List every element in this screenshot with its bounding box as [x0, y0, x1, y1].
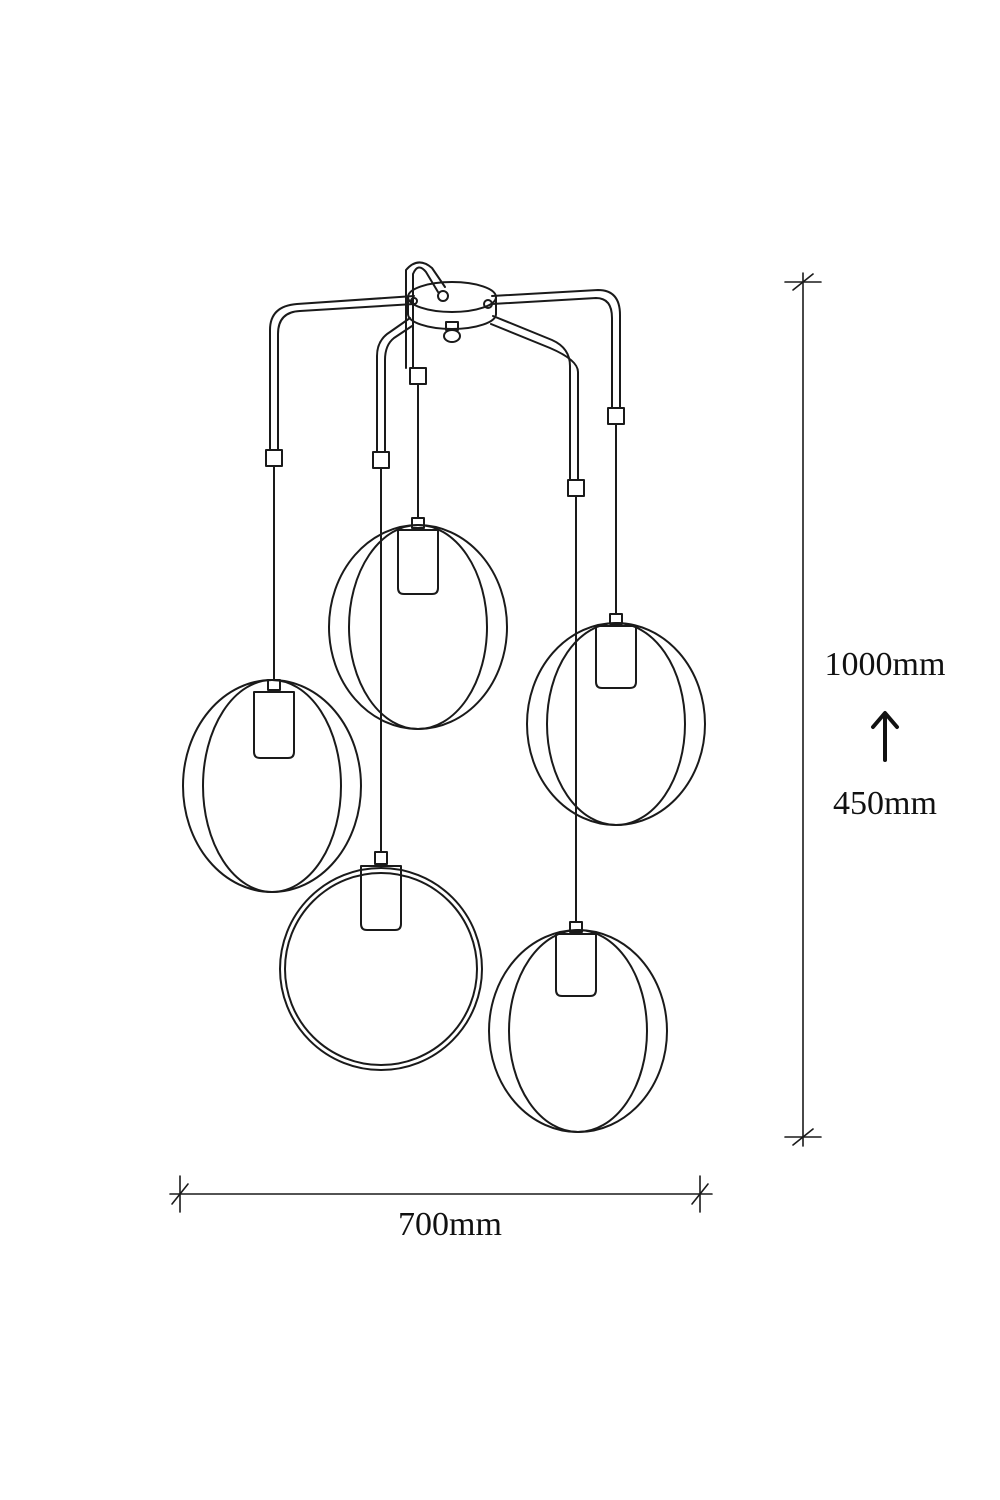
width-label: 700mm — [398, 1206, 502, 1243]
ceiling-canopy — [407, 281, 497, 343]
arm-inner-left — [372, 317, 413, 853]
pendant-right-lower — [488, 921, 668, 1133]
width-dimension-line — [169, 1175, 713, 1213]
pendant-right-upper — [526, 613, 706, 826]
arm-far-right — [491, 289, 625, 615]
pendant-top-center — [328, 517, 508, 730]
arm-inner-right — [490, 315, 585, 923]
arm-center — [405, 261, 446, 519]
height-max-label: 1000mm — [824, 646, 946, 683]
height-dimension-line — [784, 272, 822, 1147]
arrow-up-icon — [871, 711, 899, 762]
pendant-left — [182, 679, 362, 893]
height-min-label: 450mm — [833, 785, 937, 822]
pendant-bottom-center — [279, 851, 483, 1071]
arm-far-left — [265, 295, 415, 681]
